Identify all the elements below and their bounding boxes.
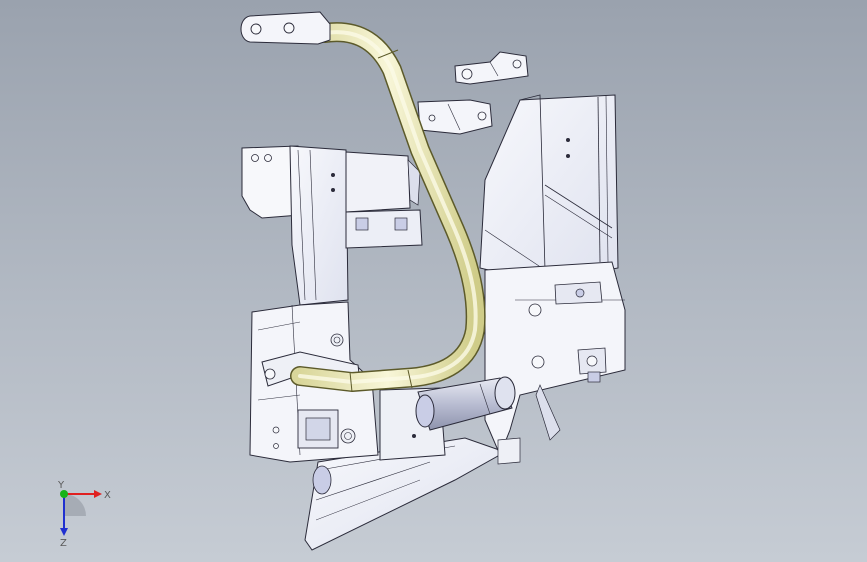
right-box-bracket[interactable] bbox=[479, 94, 619, 283]
main-frame-bracket[interactable] bbox=[241, 145, 446, 463]
x-axis-arrow-icon bbox=[94, 490, 102, 498]
y-axis-label: Y bbox=[57, 480, 65, 491]
z-axis-label: Z bbox=[60, 538, 67, 548]
lower-mount-plate[interactable] bbox=[304, 437, 507, 551]
orientation-triad: X Y Z bbox=[57, 480, 111, 548]
upper-clip-bracket[interactable] bbox=[454, 51, 529, 85]
triad-plane-shade bbox=[64, 494, 86, 516]
y-axis-dot-icon bbox=[60, 490, 68, 498]
rod-end-tab[interactable] bbox=[240, 11, 331, 45]
middle-clip-bracket[interactable] bbox=[417, 99, 493, 135]
z-axis-arrow-icon bbox=[60, 528, 68, 536]
cylinder-tube[interactable] bbox=[415, 376, 516, 431]
stabilizer-rod[interactable] bbox=[290, 22, 486, 393]
right-side-plate[interactable] bbox=[484, 261, 626, 465]
x-axis-label: X bbox=[104, 490, 111, 501]
